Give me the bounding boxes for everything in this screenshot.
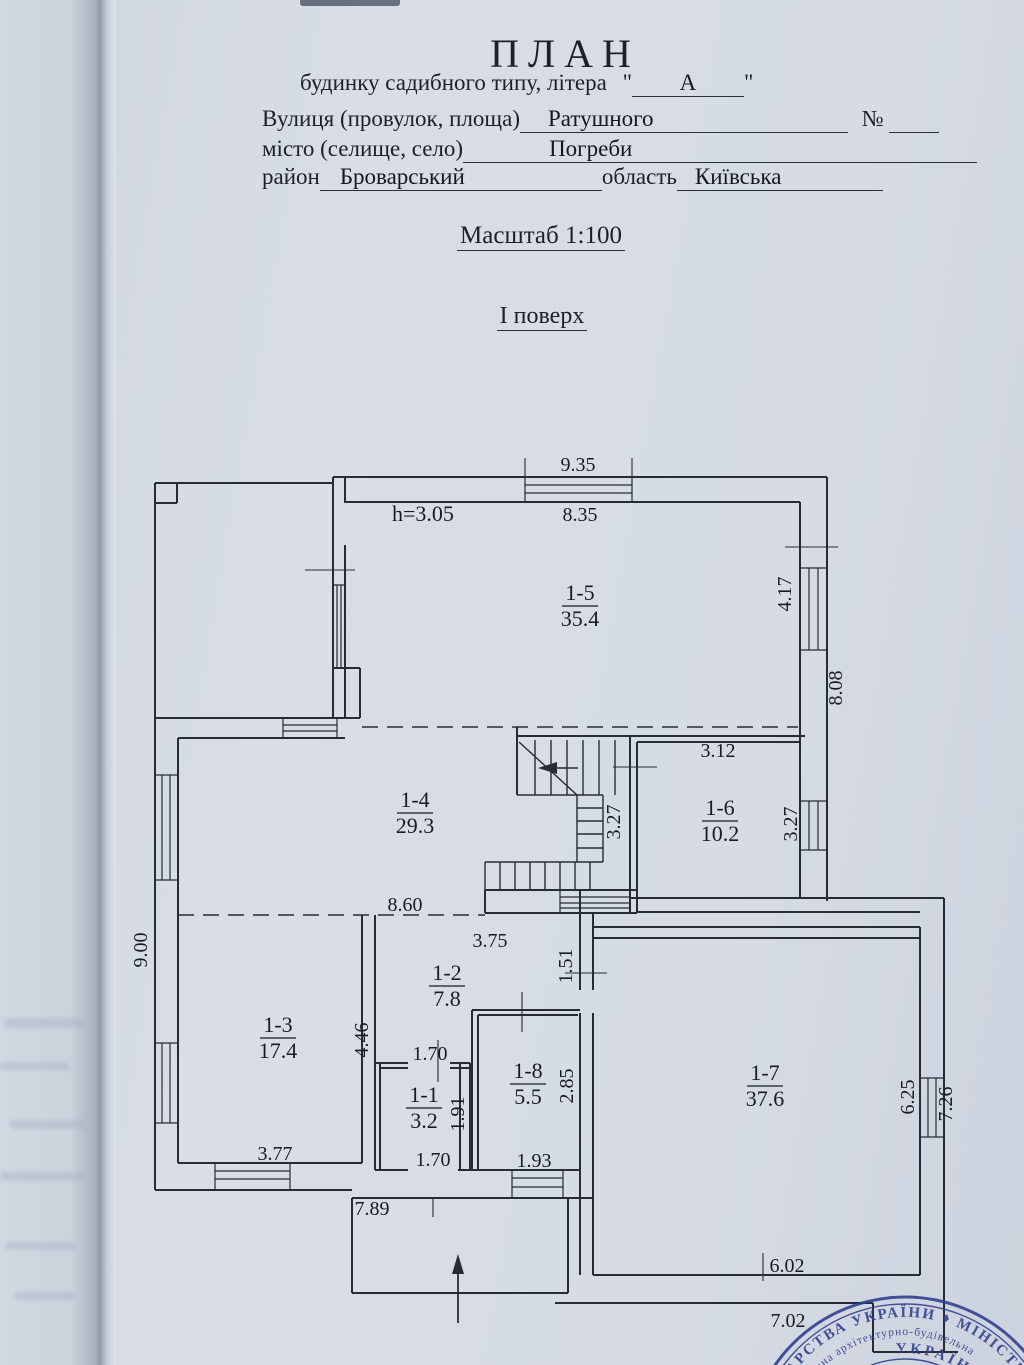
room-1-7-id: 1-7 xyxy=(750,1060,779,1085)
dim-mid-span: 8.60 xyxy=(388,894,423,916)
dim-right-upper: 8.08 xyxy=(825,671,847,706)
quote-open: " xyxy=(622,70,632,95)
previous-page-edge xyxy=(0,0,100,1365)
stamp-inner-circle xyxy=(869,1358,941,1365)
dim-r5-window: 4.17 xyxy=(774,577,796,612)
document-title: ПЛАН xyxy=(490,31,640,76)
room-1-6-id: 1-6 xyxy=(705,795,734,820)
page-top-edge xyxy=(300,0,400,6)
dim-r1-bottom: 1.70 xyxy=(416,1149,451,1171)
scale-note: Масштаб 1:100 xyxy=(457,222,625,251)
dim-r8-right: 2.85 xyxy=(556,1069,578,1104)
dim-r1-right: 1.91 xyxy=(447,1097,469,1132)
region-label: область xyxy=(601,164,677,189)
room-1-5-area: 35.4 xyxy=(561,606,600,631)
room-1-7-area: 37.6 xyxy=(746,1086,785,1111)
room-1-8-id: 1-8 xyxy=(513,1058,542,1083)
page-crease xyxy=(100,0,116,1365)
room-1-2-area: 7.8 xyxy=(433,986,461,1011)
dim-top-inner: 8.35 xyxy=(563,504,598,526)
dim-r1-top: 1.70 xyxy=(413,1043,448,1065)
room-1-4-area: 29.3 xyxy=(396,813,435,838)
room-1-1-area: 3.2 xyxy=(410,1108,438,1133)
bleed-through-text xyxy=(0,1062,70,1070)
dim-r6-window: 3.27 xyxy=(780,807,802,842)
letter-field: А xyxy=(631,70,744,97)
dim-r7-left-seg: 1.51 xyxy=(555,949,577,984)
district-field: Броварський xyxy=(319,164,602,191)
dim-r7-right-inner: 6.25 xyxy=(897,1080,919,1115)
stair-arrow-head xyxy=(538,762,557,774)
room-1-3-area: 17.4 xyxy=(259,1038,298,1063)
entrance-arrow-head xyxy=(452,1254,464,1274)
dim-r7-bottom-outer: 7.02 xyxy=(771,1310,806,1332)
dim-r7-right-outer: 7.26 xyxy=(935,1087,957,1122)
dim-r3-bottom: 3.77 xyxy=(258,1143,293,1165)
room-1-6-area: 10.2 xyxy=(701,821,740,846)
dim-r6-top: 3.12 xyxy=(701,740,736,762)
region-field: Київська xyxy=(676,164,883,191)
dim-porch-width: 7.89 xyxy=(355,1198,390,1220)
room-1-4-id: 1-4 xyxy=(400,787,429,812)
stair-steps xyxy=(484,740,616,890)
room-labels: 1-5 35.4 1-4 29.3 1-6 10.2 1-2 7.8 1-3 1… xyxy=(259,501,785,1133)
dimension-labels: 9.35 8.35 4.17 8.08 3.12 3.27 3.27 9.00 … xyxy=(130,454,957,1332)
bleed-through-text xyxy=(4,1018,84,1028)
bleed-through-text xyxy=(6,1242,76,1250)
dim-hall-width: 3.75 xyxy=(473,930,508,952)
subtitle-label: будинку садибного типу, літера xyxy=(300,70,607,95)
ceiling-height-note: h=3.05 xyxy=(392,501,454,526)
bleed-through-text xyxy=(14,1292,74,1300)
number-field xyxy=(889,106,940,133)
wall-lines xyxy=(154,476,958,1353)
district-label: район xyxy=(262,164,320,189)
dim-r8-bottom: 1.93 xyxy=(517,1150,552,1172)
staircase xyxy=(484,740,616,890)
stamp-second-circle xyxy=(782,1303,1024,1365)
dim-left-height: 9.00 xyxy=(130,933,152,968)
city-field: Погреби xyxy=(463,136,978,163)
dim-stair-width: 3.27 xyxy=(603,805,625,840)
room-1-1-id: 1-1 xyxy=(409,1082,438,1107)
entrance-arrow xyxy=(452,1254,464,1323)
street-label: Вулиця (провулок, площа) xyxy=(262,106,520,131)
room-1-8-area: 5.5 xyxy=(514,1084,542,1109)
floor-note: І поверх xyxy=(496,303,588,331)
room-1-2-id: 1-2 xyxy=(432,960,461,985)
window-symbols xyxy=(155,477,944,1198)
dimension-ticks xyxy=(305,458,838,1281)
city-label: місто (селище, село) xyxy=(262,136,464,161)
stamp-outer-circle xyxy=(773,1295,1024,1365)
room-1-5-id: 1-5 xyxy=(565,580,594,605)
dashed-partitions xyxy=(178,726,798,916)
dim-r7-bottom-inner: 6.02 xyxy=(770,1255,805,1277)
quote-close: " xyxy=(743,70,754,95)
bleed-through-text xyxy=(10,1120,86,1129)
street-field: Ратушного xyxy=(520,106,848,133)
bleed-through-text xyxy=(0,1172,84,1181)
room-1-3-id: 1-3 xyxy=(263,1012,292,1037)
dim-top-outer: 9.35 xyxy=(561,454,596,476)
number-label: № xyxy=(861,106,884,131)
dim-r3-right: 4.46 xyxy=(351,1023,373,1058)
